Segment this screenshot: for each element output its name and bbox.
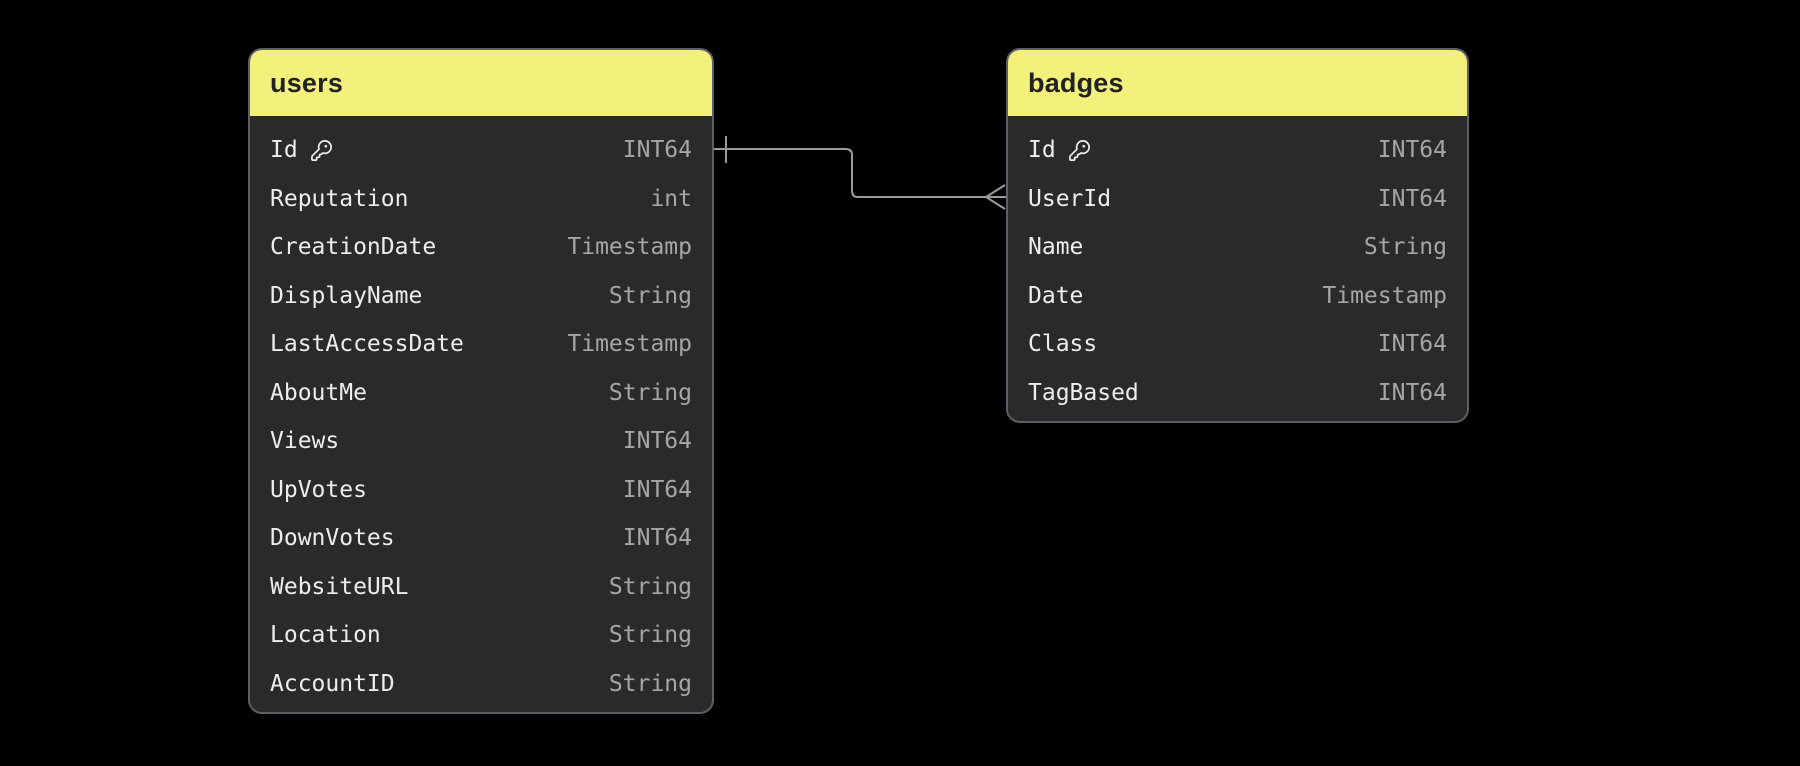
field-row-badges-Date[interactable]: Date Timestamp	[1008, 272, 1467, 321]
table-badges-header[interactable]: badges	[1008, 50, 1467, 116]
field-type: INT64	[622, 428, 692, 455]
field-type: INT64	[622, 476, 692, 503]
field-type: String	[608, 282, 692, 309]
field-name: Class	[1028, 331, 1098, 358]
field-name: Reputation	[270, 185, 409, 212]
field-name: Id	[1028, 137, 1091, 163]
field-name: LastAccessDate	[270, 331, 464, 358]
field-type: INT64	[622, 137, 692, 164]
primary-key-icon	[1068, 139, 1091, 162]
field-name: DisplayName	[270, 282, 423, 309]
field-row-users-LastAccessDate[interactable]: LastAccessDate Timestamp	[250, 320, 712, 369]
field-name: AccountID	[270, 670, 395, 697]
field-name: Location	[270, 622, 381, 649]
field-row-users-DisplayName[interactable]: DisplayName String	[250, 272, 712, 321]
field-row-badges-TagBased[interactable]: TagBased INT64	[1008, 369, 1467, 418]
field-type: Timestamp	[567, 234, 692, 261]
field-type: INT64	[1377, 137, 1447, 164]
field-name: Name	[1028, 234, 1084, 261]
field-type: String	[608, 379, 692, 406]
field-name: AboutMe	[270, 379, 367, 406]
table-title: users	[270, 67, 344, 98]
field-row-users-CreationDate[interactable]: CreationDate Timestamp	[250, 223, 712, 272]
field-row-badges-Class[interactable]: Class INT64	[1008, 320, 1467, 369]
table-users-header[interactable]: users	[250, 50, 712, 116]
field-type: String	[608, 670, 692, 697]
field-name: WebsiteURL	[270, 573, 409, 600]
field-name: Views	[270, 428, 340, 455]
field-row-users-DownVotes[interactable]: DownVotes INT64	[250, 514, 712, 563]
field-row-badges-Name[interactable]: Name String	[1008, 223, 1467, 272]
field-name: Date	[1028, 282, 1084, 309]
field-row-users-Reputation[interactable]: Reputation int	[250, 175, 712, 224]
field-type: String	[608, 622, 692, 649]
field-row-users-AboutMe[interactable]: AboutMe String	[250, 369, 712, 418]
field-type: String	[1363, 234, 1447, 261]
field-row-badges-UserId[interactable]: UserId INT64	[1008, 175, 1467, 224]
field-type: INT64	[1377, 185, 1447, 212]
field-type: Timestamp	[1322, 282, 1447, 309]
field-name: UserId	[1028, 185, 1112, 212]
field-type: INT64	[1377, 331, 1447, 358]
field-type: INT64	[622, 525, 692, 552]
field-type: String	[608, 573, 692, 600]
field-row-users-WebsiteURL[interactable]: WebsiteURL String	[250, 563, 712, 612]
field-type: int	[650, 185, 692, 212]
field-row-users-Id[interactable]: Id INT64	[250, 126, 712, 175]
field-type: INT64	[1377, 379, 1447, 406]
field-row-badges-Id[interactable]: Id INT64	[1008, 126, 1467, 175]
primary-key-icon	[310, 139, 333, 162]
field-row-users-Location[interactable]: Location String	[250, 611, 712, 660]
field-name: CreationDate	[270, 234, 437, 261]
field-row-users-Views[interactable]: Views INT64	[250, 417, 712, 466]
field-name: UpVotes	[270, 476, 367, 503]
cardinality-many-marker	[985, 184, 1006, 210]
relationship-line[interactable]	[714, 148, 1006, 198]
field-row-users-UpVotes[interactable]: UpVotes INT64	[250, 466, 712, 515]
field-name: Id	[270, 137, 333, 163]
field-row-users-AccountID[interactable]: AccountID String	[250, 660, 712, 709]
field-name: DownVotes	[270, 525, 395, 552]
table-title: badges	[1028, 67, 1124, 98]
field-name: TagBased	[1028, 379, 1139, 406]
field-type: Timestamp	[567, 331, 692, 358]
